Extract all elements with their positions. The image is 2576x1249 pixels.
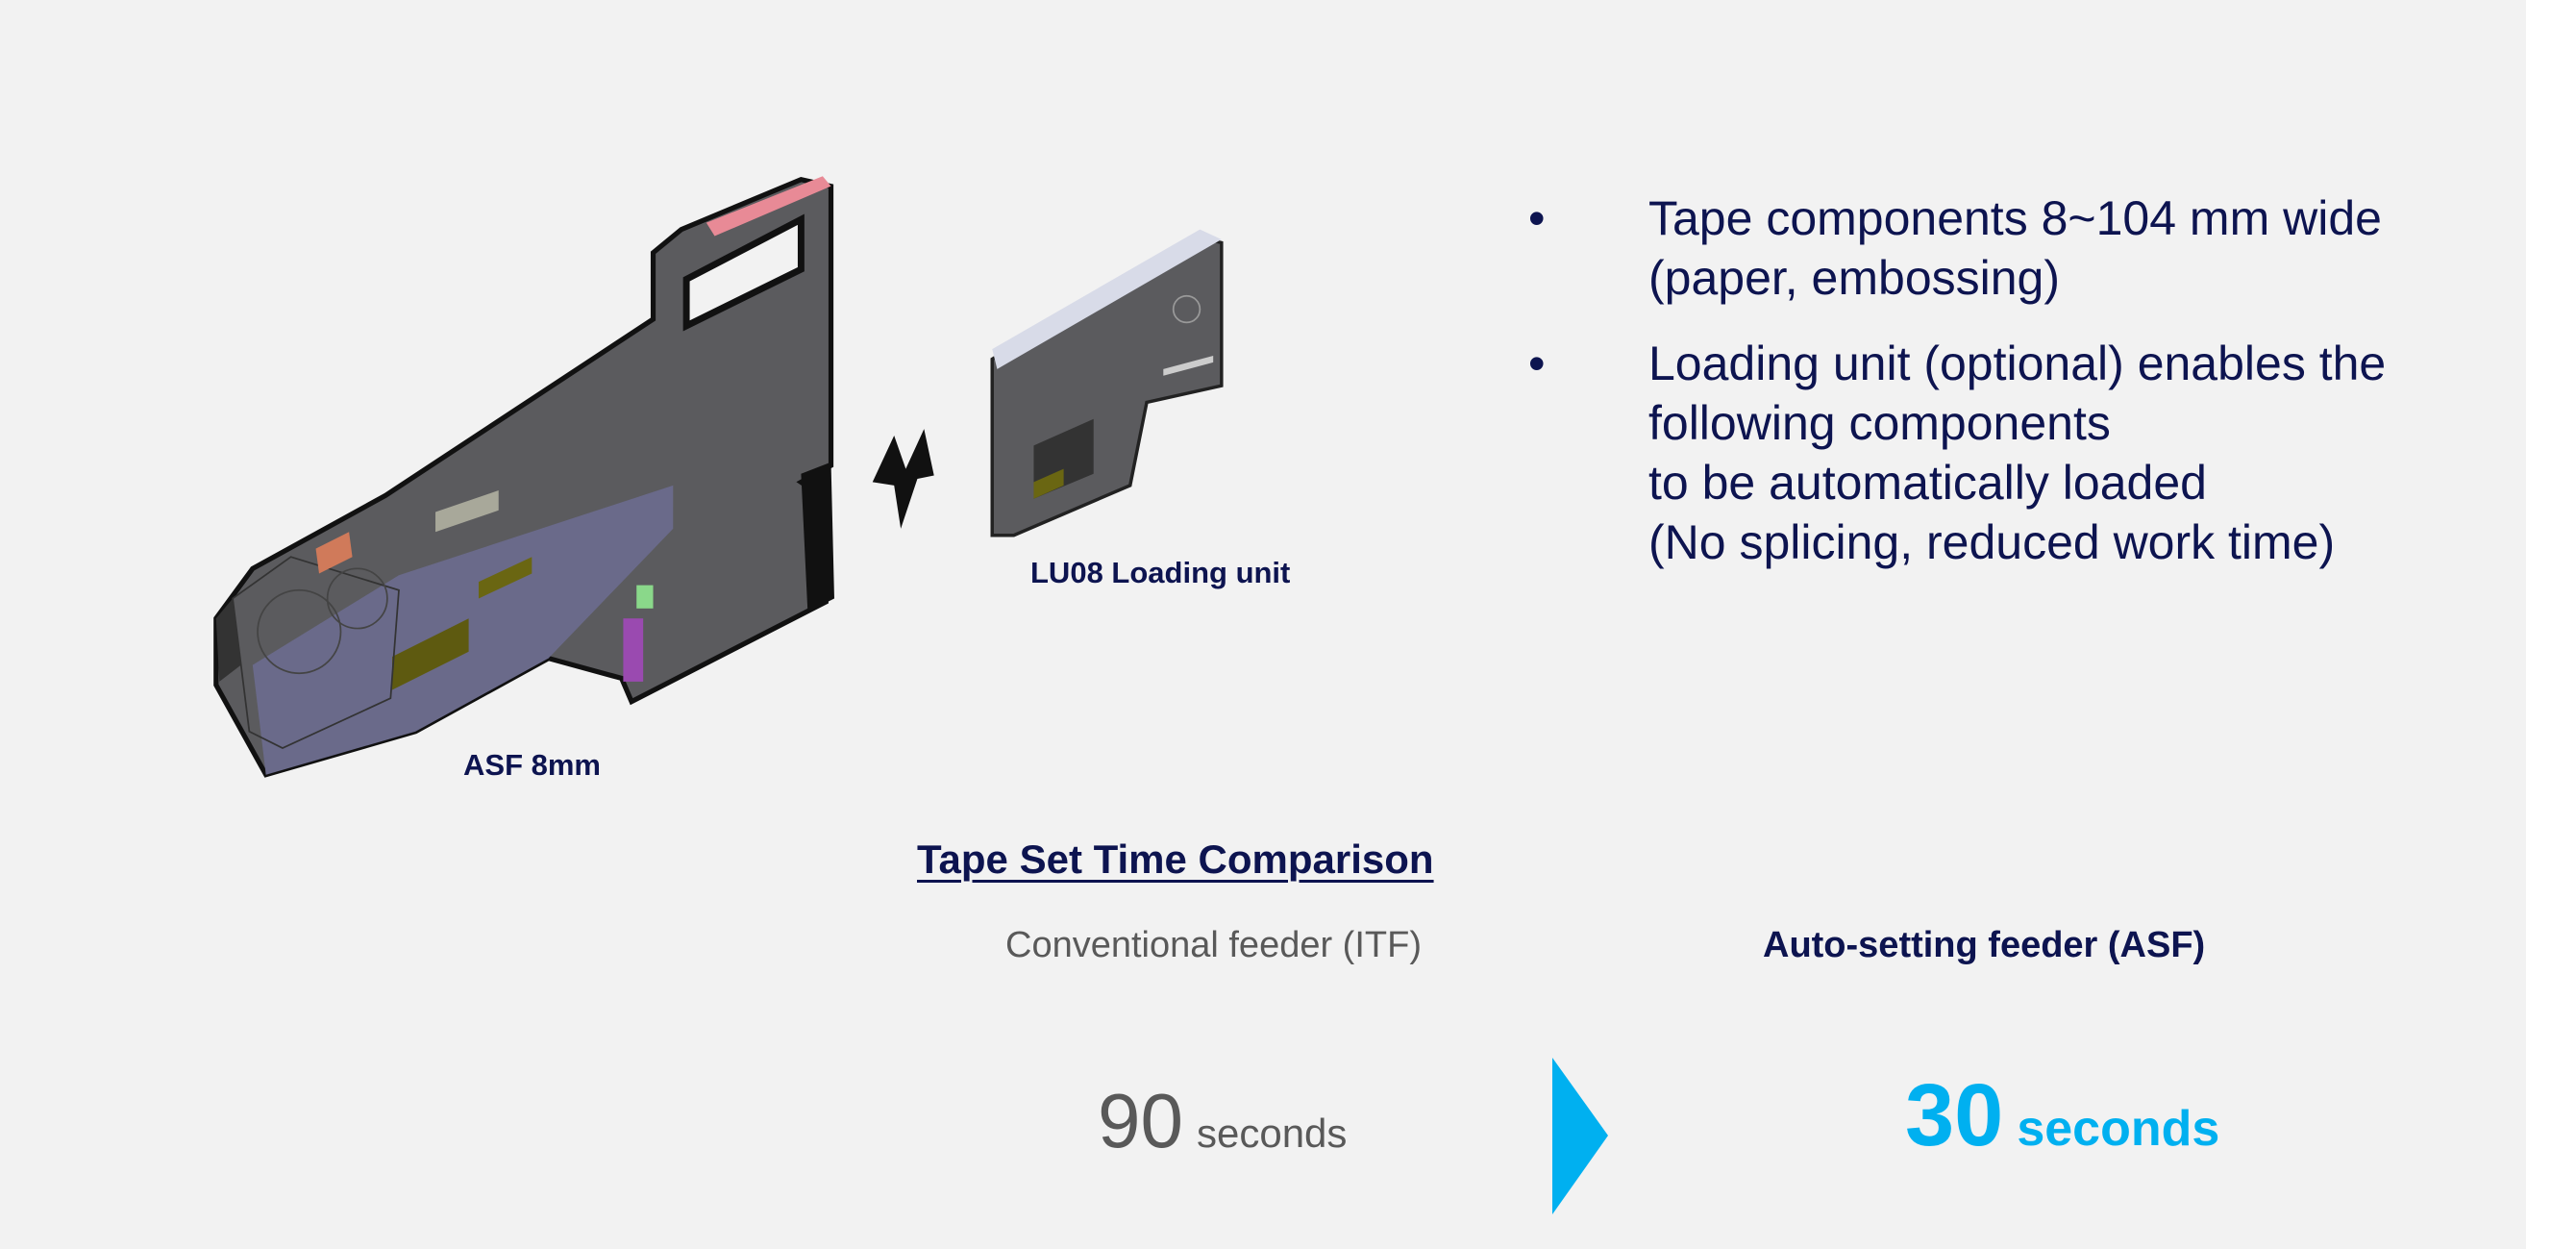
- comparison-title: Tape Set Time Comparison: [917, 837, 1434, 882]
- bullet-dot: •: [1528, 191, 1546, 245]
- bullet-line: following components: [1648, 396, 2111, 450]
- feature-bullets: • Tape components 8~104 mm wide (paper, …: [1528, 188, 2518, 598]
- auto-time-value: 30: [1905, 1066, 2004, 1164]
- bullet-line: to be automatically loaded: [1648, 456, 2207, 510]
- right-arrow-icon: [1552, 1058, 1608, 1214]
- conventional-time-value: 90: [1098, 1078, 1183, 1163]
- asf-feeder-drawing: [213, 176, 834, 778]
- bullet-line: (No splicing, reduced work time): [1648, 515, 2336, 569]
- bullet-item: • Loading unit (optional) enables the fo…: [1528, 334, 2518, 572]
- bullet-item: • Tape components 8~104 mm wide (paper, …: [1528, 188, 2518, 308]
- auto-time-unit: seconds: [2017, 1101, 2220, 1157]
- double-arrow-icon: [872, 429, 934, 529]
- bullet-dot: •: [1528, 337, 1546, 390]
- lu08-loading-unit-drawing: [990, 229, 1224, 537]
- conventional-feeder-label: Conventional feeder (ITF): [1005, 925, 1422, 965]
- bullet-line: Tape components 8~104 mm wide: [1648, 191, 2382, 245]
- auto-setting-feeder-label: Auto-setting feeder (ASF): [1763, 925, 2206, 965]
- conventional-time-unit: seconds: [1196, 1111, 1348, 1156]
- bullet-line: (paper, embossing): [1648, 251, 2061, 305]
- feeder-caption: ASF 8mm: [463, 748, 601, 782]
- loading-unit-caption: LU08 Loading unit: [1030, 556, 1291, 589]
- bullet-line: Loading unit (optional) enables the: [1648, 337, 2387, 390]
- conventional-time: 90 seconds: [1098, 1077, 1347, 1165]
